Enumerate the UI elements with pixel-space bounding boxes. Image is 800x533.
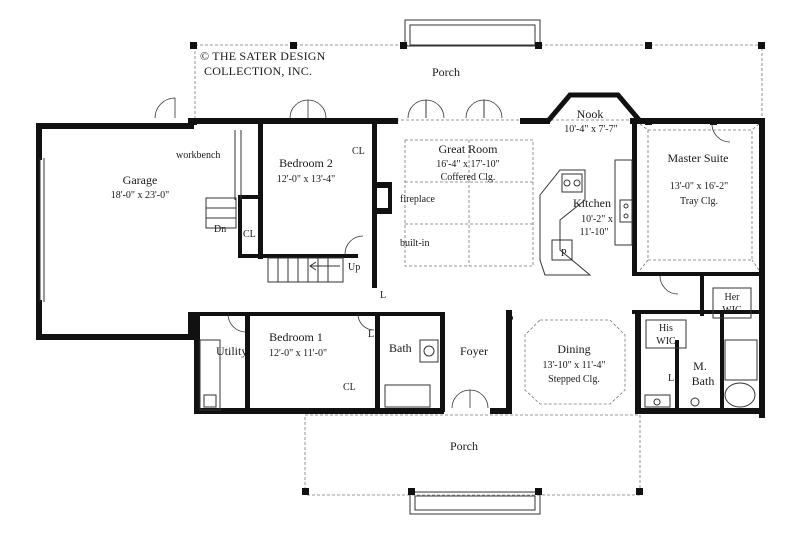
- builtin-label: built-in: [400, 238, 429, 249]
- linen-tag-hall: L: [380, 290, 386, 301]
- front-porch: [302, 414, 643, 515]
- utility-label: Utility: [216, 344, 247, 358]
- stepped-ceiling: [524, 319, 626, 405]
- closet-tag-stair: CL: [243, 229, 256, 240]
- garage-label: Garage: [123, 173, 158, 187]
- stair-up-tag: Up: [348, 262, 360, 273]
- linen-tag-bath: L: [368, 329, 374, 340]
- rear-porch-label: Porch: [432, 65, 460, 79]
- exterior-walls: [36, 92, 765, 418]
- m-bath-line1: M.: [693, 359, 707, 373]
- front-porch-label: Porch: [450, 439, 478, 453]
- dining-label: Dining: [557, 342, 590, 356]
- bedroom1-label: Bedroom 1: [269, 330, 323, 344]
- kitchen-label: Kitchen: [573, 196, 611, 210]
- her-wic-line1: Her: [725, 292, 741, 303]
- coffered-ceiling-grid: [404, 139, 534, 267]
- dining-dim: 13'-10" x 11'-4": [542, 360, 605, 371]
- master-suite-label: Master Suite: [668, 151, 729, 165]
- great-room-dim: 16'-4" x 17'-10": [436, 159, 499, 170]
- fireplace-label: fireplace: [400, 194, 436, 205]
- bedroom2-dim: 12'-0" x 13'-4": [277, 174, 335, 185]
- master-suite-ceiling: Tray Clg.: [680, 196, 718, 207]
- great-room-ceiling: Coffered Clg.: [441, 172, 496, 183]
- doors: [154, 97, 731, 409]
- stairs: [205, 197, 344, 283]
- bath-fixtures: [199, 339, 758, 411]
- bedroom2-label: Bedroom 2: [279, 156, 333, 170]
- closet-tag-bedroom2: CL: [352, 146, 365, 157]
- kitchen-dim2: 11'-10": [580, 227, 609, 238]
- stair-down-tag: Dn: [214, 224, 226, 235]
- foyer-label: Foyer: [460, 344, 488, 358]
- her-wic-line2: WIC: [722, 305, 742, 316]
- workbench-label: workbench: [176, 150, 220, 161]
- his-wic-line1: His: [659, 323, 673, 334]
- closet-tag-bedroom1: CL: [343, 382, 356, 393]
- copyright-line1: © THE SATER DESIGN: [200, 49, 326, 63]
- m-bath-line2: Bath: [692, 374, 715, 388]
- dining-ceiling: Stepped Clg.: [548, 374, 600, 385]
- linen-tag-master: L: [668, 373, 674, 384]
- kitchen-counters: [539, 159, 633, 276]
- nook-label: Nook: [577, 107, 604, 121]
- kitchen-dim1: 10'-2" x: [581, 214, 613, 225]
- garage-dim: 18'-0" x 23'-0": [111, 190, 169, 201]
- bath-label: Bath: [389, 341, 412, 355]
- copyright-line2: COLLECTION, INC.: [204, 64, 312, 78]
- column-marker: [507, 315, 513, 321]
- garage-door: [39, 130, 242, 302]
- tray-ceiling: [639, 123, 760, 271]
- nook-dim: 10'-4" x 7'-7": [564, 124, 617, 135]
- bedroom1-dim: 12'-0" x 11'-0": [269, 348, 327, 359]
- master-suite-dim: 13'-0" x 16'-2": [670, 181, 728, 192]
- great-room-label: Great Room: [439, 142, 499, 156]
- interior-walls: [200, 124, 765, 412]
- pantry-tag: P: [561, 248, 567, 259]
- his-wic-line2: WIC: [656, 336, 676, 347]
